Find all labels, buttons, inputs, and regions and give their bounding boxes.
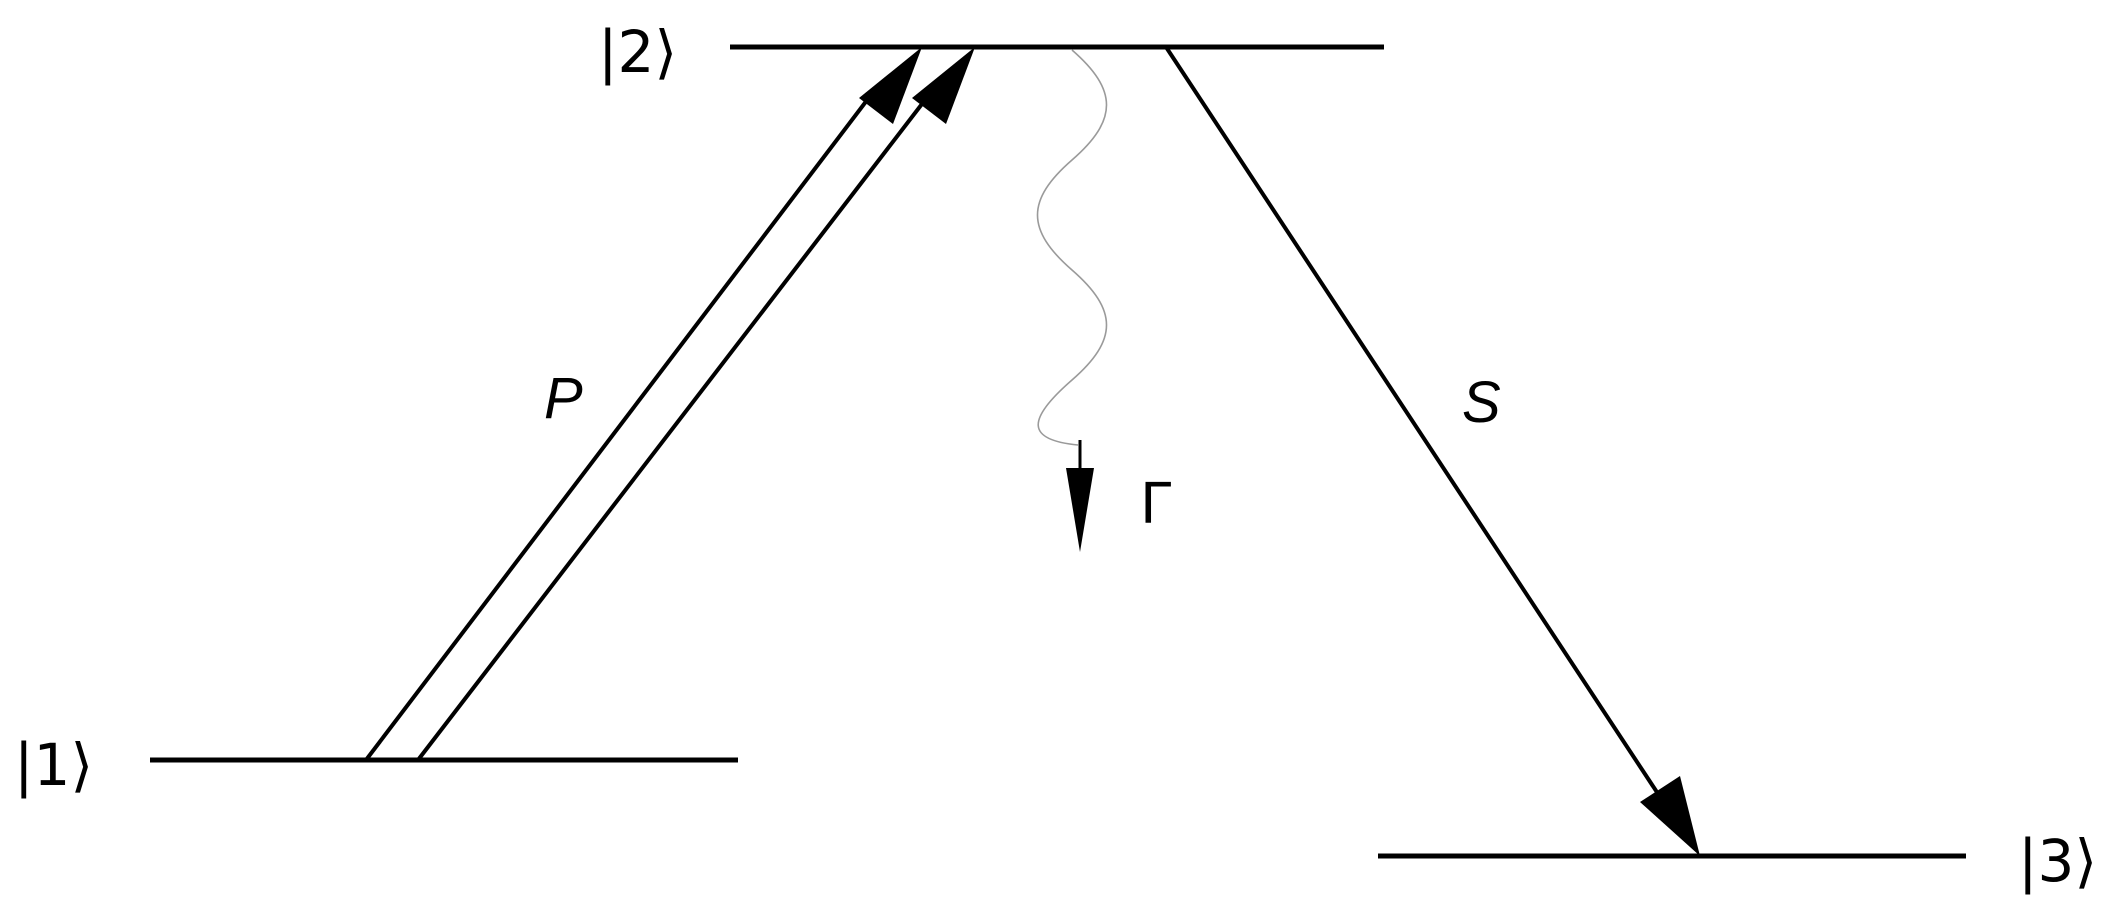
pump-transition-arrow: [364, 47, 975, 762]
decay-arrowhead: [1066, 468, 1094, 552]
state-2-label: |2⟩: [598, 18, 677, 86]
pump-label: P: [544, 366, 583, 431]
decay-wavy-arrow: [1036, 49, 1108, 552]
state-1-label: |1⟩: [14, 731, 93, 799]
stokes-label: S: [1462, 370, 1501, 435]
stokes-transition-arrow: [1164, 45, 1700, 856]
pump-line-outer: [364, 85, 879, 762]
decay-wave-path: [1036, 49, 1108, 446]
pump-line-inner: [416, 85, 937, 762]
pump-arrowhead-inner: [912, 47, 975, 124]
stokes-arrowhead: [1640, 776, 1700, 856]
pump-arrowhead-outer: [859, 47, 922, 124]
state-3-label: |3⟩: [2018, 827, 2097, 895]
decay-rate-label: Γ: [1140, 472, 1171, 537]
stokes-line: [1164, 45, 1672, 814]
